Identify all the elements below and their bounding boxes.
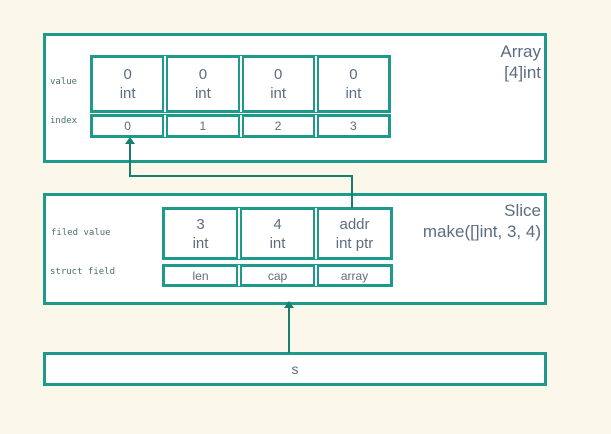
pointer-arrow-segment-to-index0 <box>129 143 131 177</box>
cell-value: 4 <box>273 215 282 233</box>
array-value-cell: 0 int <box>91 56 165 112</box>
pointer-arrow-segment-from-addr <box>351 176 353 208</box>
array-value-cell: 0 int <box>316 56 390 112</box>
pointer-arrow-segment-horizontal <box>129 175 353 177</box>
cell-value: 0 <box>273 66 283 83</box>
array-title-text: Array <box>500 42 541 61</box>
array-index-cell: 1 <box>166 115 240 137</box>
arrow-up-icon <box>125 137 135 144</box>
slice-make-text: make([]int, 3, 4) <box>422 222 541 241</box>
array-value-row-label: value <box>50 77 78 87</box>
variable-s-label: s <box>291 361 299 377</box>
slice-box-title: Slice make([]int, 3, 4) <box>423 200 541 242</box>
array-box-title: Array [4]int <box>500 41 541 83</box>
cell-value: 0 <box>123 66 132 83</box>
cell-type: int ptr <box>335 234 374 252</box>
slice-field-row-label: struct field <box>50 267 116 277</box>
cell-type: int <box>194 85 211 102</box>
array-index-cells: 0 1 2 3 <box>90 114 391 138</box>
cell-value: 0 <box>349 66 358 83</box>
cell-type: int <box>192 234 209 252</box>
cell-value: 0 <box>198 66 208 83</box>
array-value-cells: 0 int 0 int 0 int 0 int <box>90 55 391 113</box>
cell-type: int <box>270 85 287 102</box>
array-value-cell: 0 int <box>241 56 315 112</box>
cell-type: int <box>345 85 362 102</box>
slice-field-cell: array <box>317 265 392 286</box>
variable-s-box: s <box>43 352 547 386</box>
slice-cap-cell: 4 int <box>240 208 315 259</box>
slice-value-cells: 3 int 4 int addr int ptr <box>162 207 393 260</box>
slice-field-cell: len <box>163 265 238 286</box>
cell-type: int <box>119 85 136 102</box>
slice-field-cells: len cap array <box>162 264 393 287</box>
slice-len-cell: 3 int <box>163 208 238 259</box>
array-index-cell: 0 <box>91 115 165 137</box>
arrow-up-icon <box>284 301 294 308</box>
array-type-text: [4]int <box>504 63 541 82</box>
array-index-cell: 3 <box>316 115 390 137</box>
cell-value: addr <box>339 215 370 233</box>
s-to-slice-arrow-segment <box>288 308 290 353</box>
cell-value: 3 <box>196 215 205 233</box>
array-value-cell: 0 int <box>166 56 240 112</box>
cell-type: int <box>269 234 286 252</box>
slice-title-text: Slice <box>504 201 541 220</box>
slice-value-row-label: filed value <box>51 228 111 238</box>
array-index-cell: 2 <box>241 115 315 137</box>
array-index-row-label: index <box>50 116 78 126</box>
slice-field-cell: cap <box>240 265 315 286</box>
slice-array-ptr-cell: addr int ptr <box>317 208 392 259</box>
